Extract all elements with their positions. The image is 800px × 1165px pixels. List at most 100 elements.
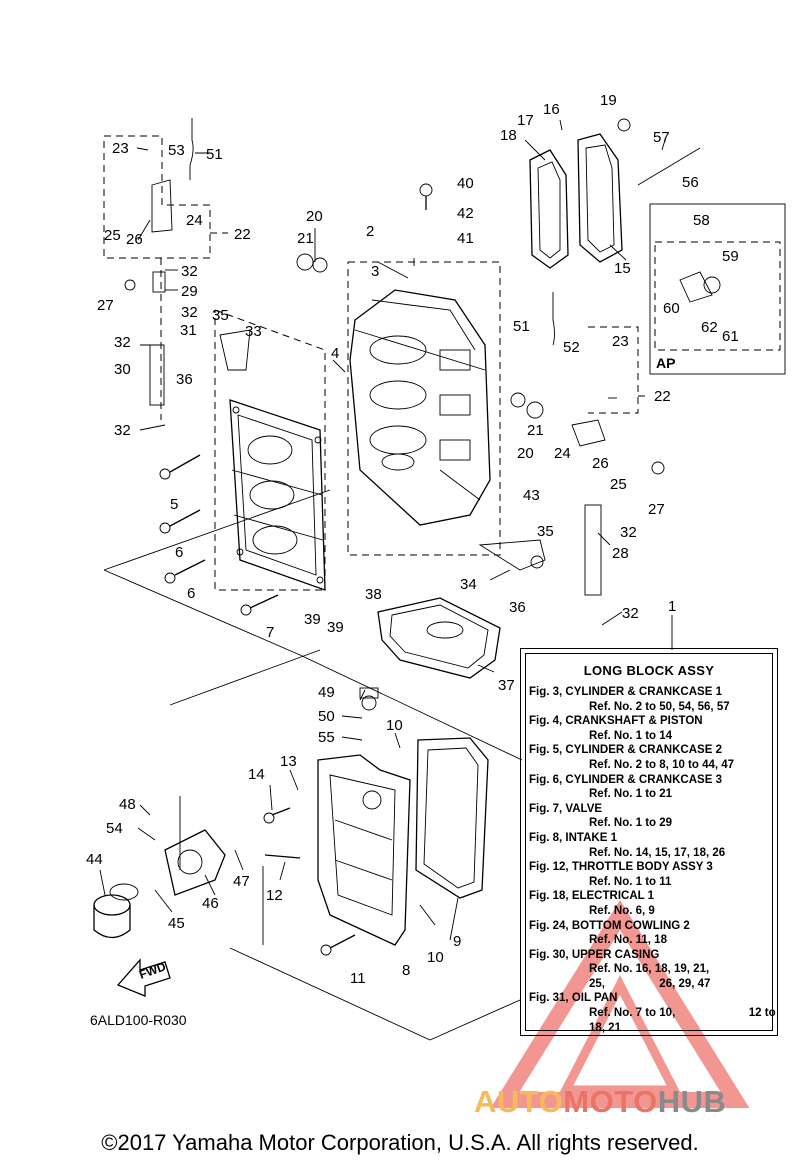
callout-label: 30 (114, 361, 131, 378)
ap-label: AP (656, 355, 675, 371)
crankcase-part (229, 399, 326, 591)
legend-ref: Ref. No. 1 to 11 (589, 875, 672, 888)
callout-label: 44 (86, 851, 103, 868)
long-block-legend: LONG BLOCK ASSY Fig. 3, CYLINDER & CRANK… (520, 648, 778, 1036)
callout-label: 32 (181, 263, 198, 280)
callout-label: 25 (104, 227, 121, 244)
callout-label: 2 (366, 223, 374, 240)
legend-entry: Fig. 7, VALVE Ref. No. 1 to 29 (529, 802, 779, 831)
legend-ref: Ref. No. 11, 18 (589, 934, 667, 947)
callout-label: 40 (457, 175, 474, 192)
callout-label: 14 (248, 766, 265, 783)
callout-label: 51 (206, 146, 223, 163)
callout-label: 24 (554, 445, 571, 462)
callout-label: 37 (498, 677, 515, 694)
callout-label: 5 (170, 496, 178, 513)
callout-label: 35 (537, 523, 554, 540)
callout-label: 16 (543, 101, 560, 118)
callout-label: 8 (402, 962, 410, 979)
copyright-notice: ©2017 Yamaha Motor Corporation, U.S.A. A… (101, 1130, 699, 1155)
legend-fig: Fig. 5, CYLINDER & CRANKCASE 2 (529, 744, 722, 757)
legend-ref: Ref. No. 6, 9 (589, 904, 655, 917)
callout-label: 38 (365, 586, 382, 603)
head-cover-part (529, 133, 623, 269)
callout-label: 53 (168, 142, 185, 159)
callout-label: 34 (460, 576, 477, 593)
watermark-moto: MOTO (563, 1084, 658, 1119)
callout-label: 15 (614, 260, 631, 277)
callout-label: 39 (304, 611, 321, 628)
legend-ref: Ref. No. 2 to 8, 10 to 44, 47 (589, 758, 735, 771)
callout-label: 32 (114, 334, 131, 351)
callout-label: 23 (112, 140, 129, 157)
callout-label: 52 (563, 339, 580, 356)
fwd-label: FWD (137, 959, 168, 982)
callout-label: 46 (202, 895, 219, 912)
dashed-boundaries (103, 135, 781, 591)
callout-label: 59 (722, 248, 739, 265)
legend-fig: Fig. 6, CYLINDER & CRANKCASE 3 (529, 773, 722, 786)
callout-label: 7 (266, 624, 274, 641)
callout-label: 3 (371, 263, 379, 280)
callout-label: 50 (318, 708, 335, 725)
callout-label: 19 (600, 92, 617, 109)
callout-label: 22 (654, 388, 671, 405)
callout-label: 36 (176, 371, 193, 388)
fwd-arrow: FWD (116, 958, 171, 997)
callout-label: 29 (181, 283, 198, 300)
callout-label: 20 (306, 208, 323, 225)
legend-title: LONG BLOCK ASSY (583, 663, 715, 678)
callout-label: 27 (97, 297, 114, 314)
callout-label: 18 (500, 127, 517, 144)
callout-label: 12 (266, 887, 283, 904)
watermark-logo-text: AUTOMOTOHUB (474, 1084, 726, 1120)
callout-label: 32 (114, 422, 131, 439)
callout-label: 20 (517, 445, 534, 462)
callout-label: 27 (648, 501, 665, 518)
watermark-auto: AUTO (474, 1084, 564, 1119)
callout-label: 13 (280, 753, 297, 770)
legend-ref: Ref. No. 1 to 29 (589, 817, 673, 830)
callout-label: 31 (180, 322, 197, 339)
callout-label: 39 (327, 619, 344, 636)
legend-ref: Ref. No. 16, 18, 19, 21, 25, 26, 29, 47 (589, 963, 711, 990)
callout-label: 23 (612, 333, 629, 350)
legend-ref: Ref. No. 2 to 50, 54, 56, 57 (589, 700, 730, 713)
callout-label: 54 (106, 820, 123, 837)
callout-label: 4 (331, 345, 339, 362)
legend-fig: Fig. 7, VALVE (529, 802, 603, 815)
legend-ref: Ref. No. 1 to 21 (589, 788, 673, 801)
callout-label: 6 (175, 544, 183, 561)
callout-label: 10 (386, 717, 403, 734)
fasteners (124, 118, 721, 956)
callout-label: 51 (513, 318, 530, 335)
ap-inset: AP (649, 203, 786, 375)
gasket-37-part (377, 597, 501, 679)
legend-fig: Fig. 12, THROTTLE BODY ASSY 3 (529, 861, 713, 874)
legend-ref: Ref. No. 1 to 14 (589, 729, 673, 742)
callout-label: 26 (592, 455, 609, 472)
callout-label: 28 (612, 545, 629, 562)
legend-fig: Fig. 4, CRANKSHAFT & PISTON (529, 715, 703, 728)
oil-filter-part (93, 829, 226, 939)
callout-label: 47 (233, 873, 250, 890)
callout-label: 43 (523, 487, 540, 504)
callout-label: 32 (622, 605, 639, 622)
callout-label: 6 (187, 585, 195, 602)
legend-ref: Ref. No. 14, 15, 17, 18, 26 (589, 846, 726, 859)
callout-label: 32 (181, 304, 198, 321)
callout-label: 26 (126, 231, 143, 248)
callout-label: 10 (427, 949, 444, 966)
callout-label: 1 (668, 598, 676, 615)
long-block-outline (103, 489, 523, 1041)
callout-label: 33 (245, 323, 262, 340)
legend-entry: Fig. 6, CYLINDER & CRANKCASE 3 Ref. No. 1… (529, 773, 779, 802)
